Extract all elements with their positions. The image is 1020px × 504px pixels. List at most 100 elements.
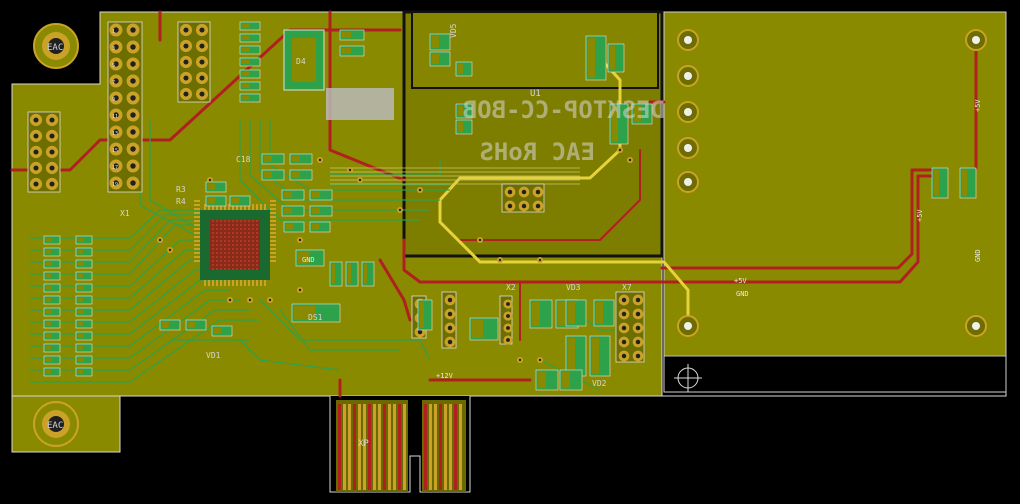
via-hole: [248, 298, 252, 302]
qfp-pin: [208, 280, 210, 286]
smd-pad-inner: [242, 36, 249, 40]
pin-number: 5: [112, 63, 115, 69]
smd-pad: [43, 343, 61, 353]
smd-pad: [309, 189, 333, 201]
mirrored-title: DESKTOP-CC-BOB EAC RoHS: [463, 96, 665, 166]
d4-refdes: D4: [296, 57, 306, 66]
qfp-pin: [270, 256, 276, 258]
smd-pad-inner: [532, 302, 540, 326]
smd-pad: [329, 261, 343, 287]
power-pad-hole: [684, 178, 692, 186]
header-pin-hole: [33, 165, 39, 171]
smd-pad-inner: [312, 192, 320, 198]
smd-pad: [361, 261, 375, 287]
smd-pad: [75, 319, 93, 329]
smd-pad: [211, 325, 233, 337]
qfp-pin: [240, 204, 242, 210]
smd-pad-inner: [432, 36, 439, 48]
via-hole: [518, 358, 522, 362]
header-pin-hole: [521, 189, 527, 195]
via-hole: [168, 248, 172, 252]
qfp-pin: [212, 204, 214, 210]
smd-pad-inner: [78, 334, 83, 338]
pcie-finger: [439, 404, 442, 490]
net-label-gnd-right: GND: [736, 290, 749, 298]
smd-pad-inner: [214, 328, 221, 334]
smd-pad-inner: [242, 48, 249, 52]
header-pin-hole: [183, 27, 189, 33]
smd-pad: [75, 283, 93, 293]
smd-pad-inner: [78, 310, 83, 314]
smd-pad: [43, 283, 61, 293]
smd-pad-inner: [232, 198, 239, 204]
smd-pad: [43, 307, 61, 317]
smd-pad-inner: [934, 170, 939, 196]
header-pin-hole: [33, 181, 39, 187]
qfp-pin: [194, 224, 200, 226]
smd-pad: [309, 221, 331, 233]
power-pad-number: 1: [686, 37, 690, 45]
header-pin-hole: [506, 326, 510, 330]
smd-pad: [229, 195, 251, 207]
header-pin-hole: [130, 78, 136, 84]
smd-pad-inner: [364, 264, 367, 284]
qfp-pin: [232, 204, 234, 210]
power-pad-number: 2: [686, 73, 690, 81]
pin-number: 3: [112, 46, 115, 52]
smd-pad: [261, 169, 285, 181]
header-pin-hole: [635, 311, 641, 317]
smd-pad-inner: [284, 208, 292, 214]
pcie-finger: [449, 404, 452, 490]
smd-pad: [75, 247, 93, 257]
power-pad-number: 3: [686, 109, 690, 117]
pin-number: 13: [112, 131, 118, 137]
smd-pad-inner: [242, 24, 249, 28]
smd-pad: [43, 295, 61, 305]
smd-pad-inner: [78, 346, 83, 350]
smd-pad-inner: [562, 372, 570, 388]
smd-pad-inner: [264, 156, 272, 162]
smd-pad-inner: [46, 370, 51, 374]
qfp-pin: [194, 232, 200, 234]
smd-pad-inner: [634, 106, 641, 122]
qfp-pin: [204, 280, 206, 286]
smd-pad: [205, 195, 227, 207]
header-pin-hole: [183, 59, 189, 65]
pcie-finger: [398, 404, 401, 490]
smd-pad: [239, 57, 261, 67]
qfp-pin: [236, 204, 238, 210]
smd-pad: [339, 29, 365, 41]
smd-pad-inner: [162, 322, 169, 328]
pcie-finger: [348, 404, 351, 490]
via-hole: [298, 238, 302, 242]
smd-pad-inner: [286, 224, 293, 230]
smd-pad: [43, 319, 61, 329]
header-pin-hole: [49, 165, 55, 171]
smd-pad-inner: [188, 322, 195, 328]
qfp-pin: [194, 204, 200, 206]
header-pin-hole: [417, 329, 423, 335]
pcie-finger: [353, 404, 356, 490]
qfp-pin: [216, 204, 218, 210]
vd2-refdes: VD2: [592, 379, 607, 388]
qfp-pin: [194, 248, 200, 250]
svg-text:DESKTOP-CC-BOB: DESKTOP-CC-BOB: [463, 96, 665, 124]
smd-pad: [43, 235, 61, 245]
smd-pad-inner: [78, 358, 83, 362]
power-module-zone: [663, 11, 1007, 393]
pcie-finger: [368, 404, 371, 490]
smd-pad: [239, 81, 261, 91]
vd5-refdes: VD5: [449, 23, 458, 38]
qfp-pin: [252, 204, 254, 210]
smd-pad-inner: [46, 334, 51, 338]
smd-pad-inner: [46, 286, 51, 290]
svg-text:EAC RoHS: EAC RoHS: [479, 138, 595, 166]
qfp-pin: [194, 220, 200, 222]
qfp-pin: [194, 236, 200, 238]
smd-pad: [289, 153, 313, 165]
highlight-selection: [326, 88, 394, 120]
x7-refdes: X7: [622, 283, 632, 292]
smd-pad-inner: [348, 264, 351, 284]
smd-pad-inner: [46, 346, 51, 350]
smd-pad-inner: [962, 170, 967, 196]
